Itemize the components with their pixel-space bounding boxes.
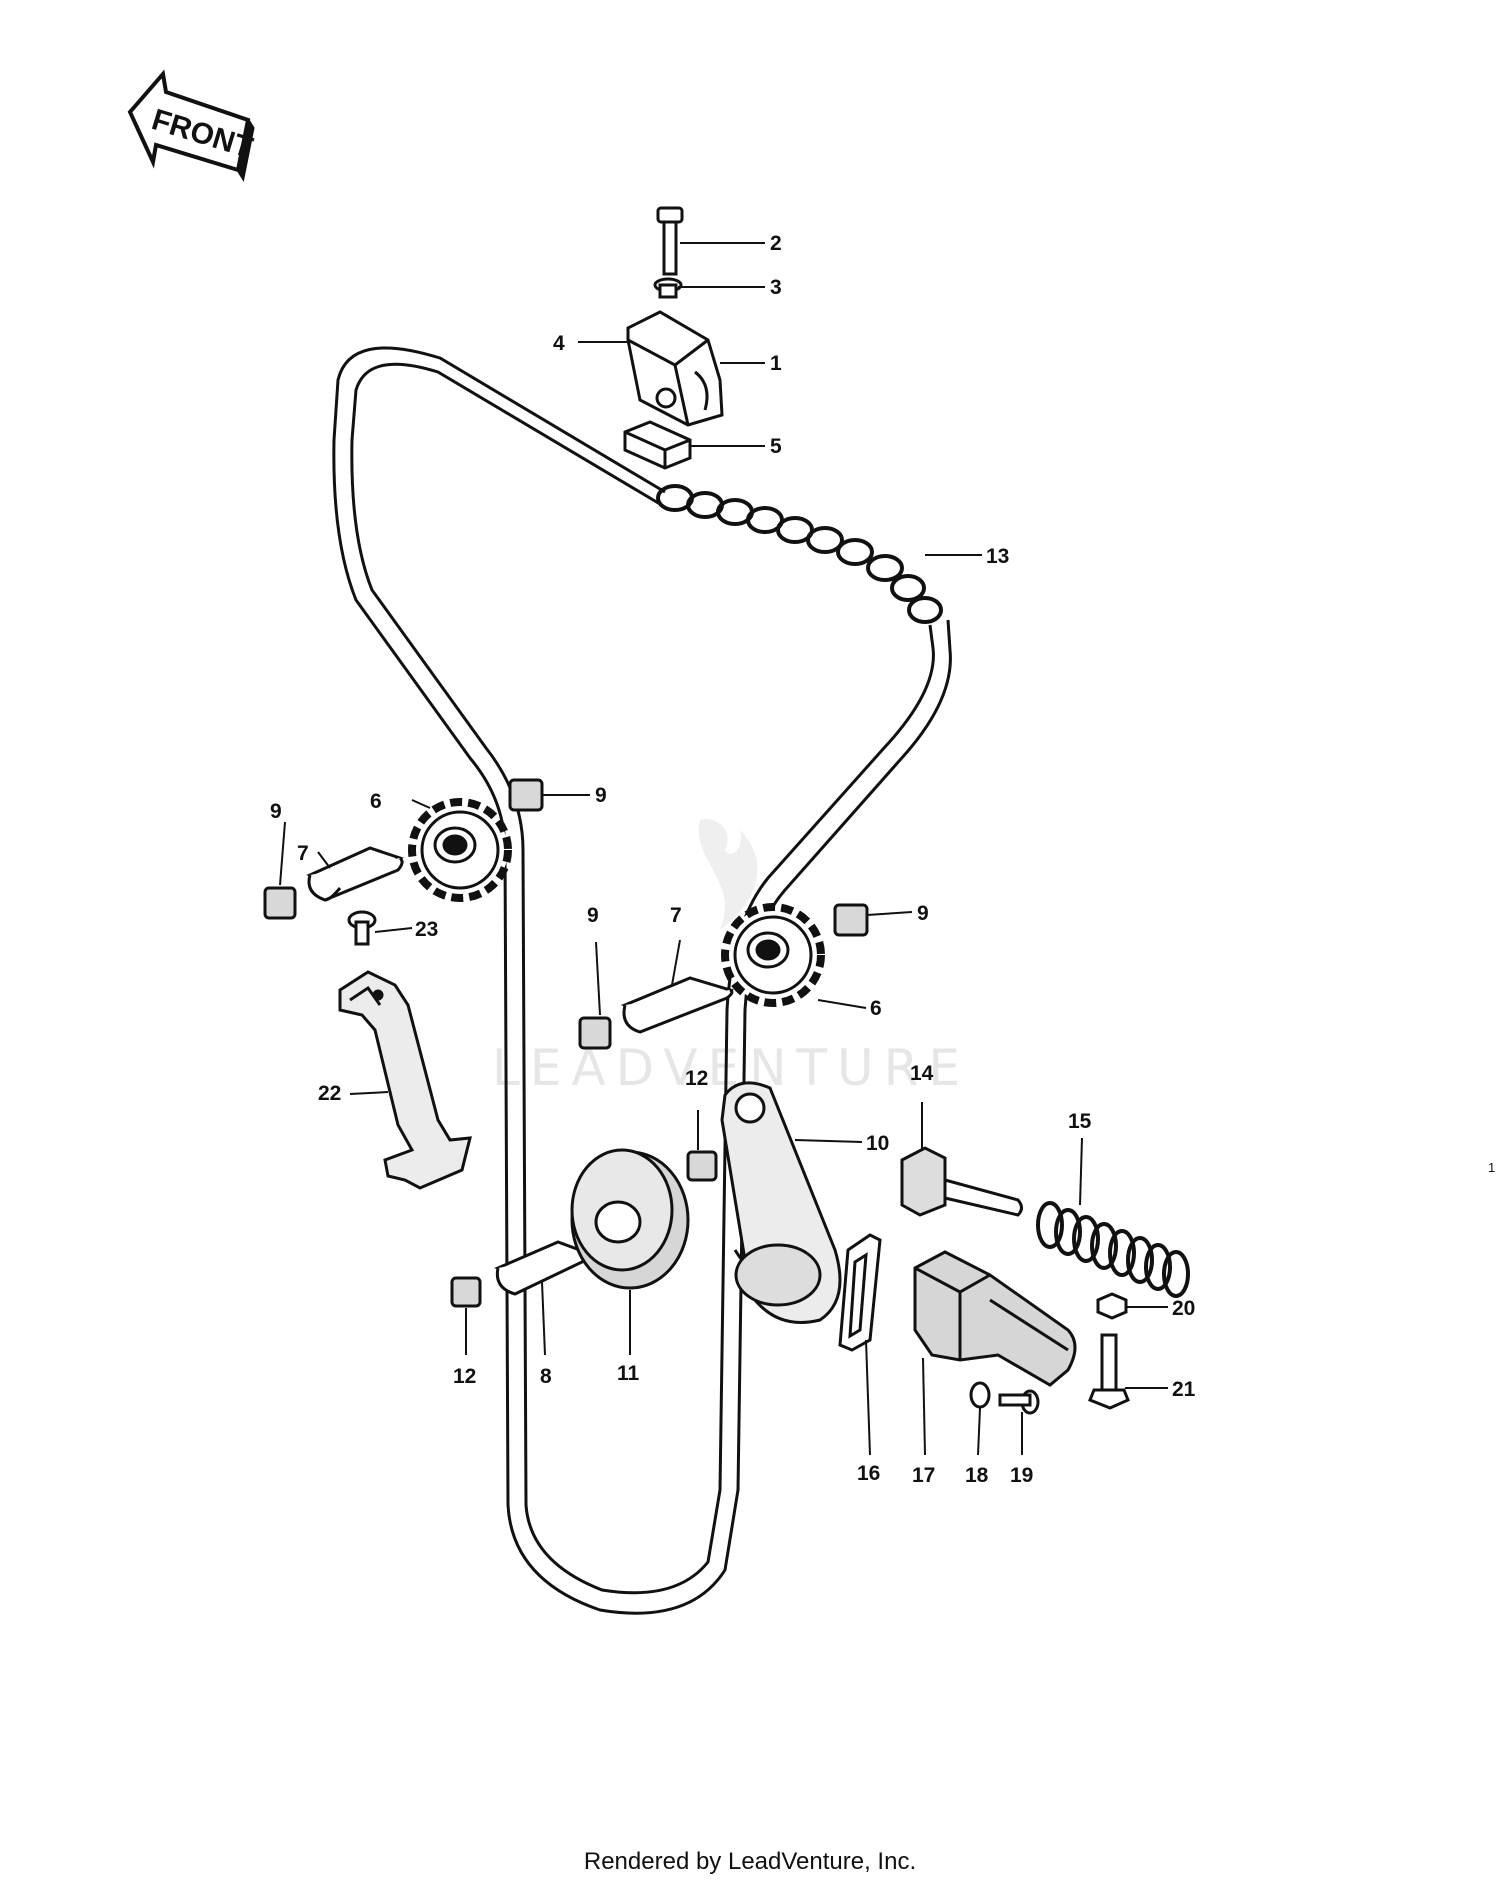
callout-label: 15 xyxy=(1068,1110,1092,1133)
callout-label: 6 xyxy=(870,997,882,1020)
callout-label: 12 xyxy=(685,1067,708,1090)
nut-part-20 xyxy=(1096,1292,1128,1320)
callout-label: 13 xyxy=(986,545,1009,568)
shaft-left xyxy=(306,846,404,902)
callout-label: 9 xyxy=(270,800,282,823)
bolt-head-21 xyxy=(1088,1388,1130,1410)
callout-label: 14 xyxy=(910,1062,934,1085)
callout-label: 23 xyxy=(415,918,438,941)
callout-label: 5 xyxy=(770,435,782,458)
tensioner-body-part-17 xyxy=(913,1250,1077,1387)
side-mark: 1 xyxy=(1488,1160,1496,1175)
callout-label: 8 xyxy=(540,1365,552,1388)
callout-label: 21 xyxy=(1172,1378,1196,1401)
cam-chain xyxy=(332,346,952,1615)
callout-label: 19 xyxy=(1010,1464,1033,1487)
callout-label: 6 xyxy=(370,790,382,813)
callout-label: 20 xyxy=(1172,1297,1195,1320)
callout-labels: 2 3 4 1 5 13 9 9 6 7 23 9 7 9 6 22 12 10… xyxy=(270,232,1196,1487)
washer-part-18 xyxy=(969,1381,991,1409)
callout-label: 9 xyxy=(587,904,599,927)
leader-lines xyxy=(279,242,1168,1456)
callout-label: 2 xyxy=(770,232,782,255)
spring-part-15 xyxy=(1036,1201,1190,1298)
front-arrow-icon: FRONT xyxy=(127,69,256,182)
callout-label: 9 xyxy=(595,784,607,807)
sprocket-right xyxy=(721,903,825,1007)
shaft-center xyxy=(620,976,735,1034)
bolt-shank-21 xyxy=(1100,1333,1118,1392)
screw-part-23 xyxy=(347,910,377,946)
callout-label: 7 xyxy=(670,904,682,927)
callout-label: 17 xyxy=(912,1464,935,1487)
callout-label: 12 xyxy=(453,1365,476,1388)
gasket-part-16 xyxy=(838,1233,882,1352)
upper-guide-bracket xyxy=(626,310,724,427)
callout-label: 7 xyxy=(297,842,309,865)
chain-guide-part-22 xyxy=(338,970,472,1190)
fasteners xyxy=(969,1292,1130,1415)
bolt-part-2 xyxy=(656,206,684,276)
callout-label: 11 xyxy=(617,1362,640,1385)
callout-label: 22 xyxy=(318,1082,341,1105)
sprocket-left xyxy=(408,798,512,902)
callout-label: 4 xyxy=(553,332,565,355)
washer-part-3 xyxy=(653,277,683,299)
chain-links xyxy=(656,484,943,624)
callout-label: 18 xyxy=(965,1464,989,1487)
callout-label: 10 xyxy=(866,1132,889,1155)
screw-shank-19 xyxy=(998,1393,1032,1407)
callout-label: 9 xyxy=(917,902,929,925)
footer-credit: Rendered by LeadVenture, Inc. xyxy=(583,1848,917,1875)
roller-part-11 xyxy=(570,1148,690,1290)
callout-label: 1 xyxy=(770,352,782,375)
tensioner-arm-part-10 xyxy=(720,1081,842,1324)
push-rod-part-14 xyxy=(900,1146,1023,1217)
callout-label: 3 xyxy=(770,276,782,299)
damper-blocks xyxy=(263,778,869,1308)
callout-label: 16 xyxy=(857,1462,880,1485)
guide-plate-part-5 xyxy=(623,420,692,470)
